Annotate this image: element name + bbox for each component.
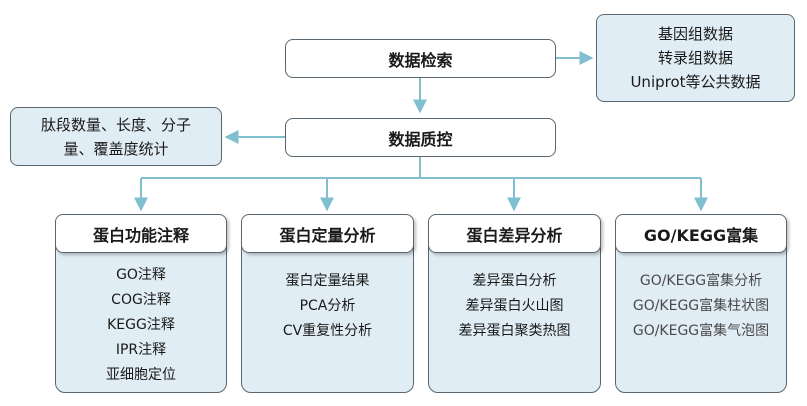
peptide-stats-line-2: 量、覆盖度统计	[63, 139, 169, 158]
node-data-sources: 基因组数据 转录组数据 Uniprot等公共数据	[596, 14, 795, 102]
list-item: IPR注释	[115, 342, 167, 358]
module-function-annotation: GO注释 COG注释 KEGG注释 IPR注释 亚细胞定位	[55, 230, 227, 393]
module-quantification: 蛋白定量结果 PCA分析 CV重复性分析	[241, 230, 414, 393]
source-genome: 基因组数据	[657, 25, 733, 43]
peptide-stats-line-1: 肽段数量、长度、分子	[40, 115, 191, 134]
list-item: KEGG注释	[107, 317, 175, 333]
list-item: 亚细胞定位	[106, 367, 176, 383]
module-differential: 差异蛋白分析 差异蛋白火山图 差异蛋白聚类热图	[428, 230, 601, 393]
source-public: Uniprot等公共数据	[630, 73, 761, 91]
list-item: GO/KEGG富集分析	[639, 273, 763, 289]
node-data-retrieval: 数据检索	[285, 39, 556, 78]
node-peptide-stats: 肽段数量、长度、分子 量、覆盖度统计	[10, 107, 222, 166]
list-item: GO/KEGG富集柱状图	[632, 298, 770, 314]
module-enrichment: GO/KEGG富集分析 GO/KEGG富集柱状图 GO/KEGG富集气泡图	[615, 230, 787, 393]
source-transcriptome: 转录组数据	[657, 49, 733, 67]
node-data-qc: 数据质控	[285, 118, 556, 157]
node-data-qc-label: 数据质控	[388, 129, 453, 149]
list-item: COG注释	[111, 292, 171, 308]
list-item: PCA分析	[299, 298, 356, 314]
list-item: 差异蛋白火山图	[465, 298, 564, 314]
list-item: GO注释	[116, 267, 166, 283]
list-item: 差异蛋白聚类热图	[458, 323, 571, 339]
module-differential-title: 蛋白差异分析	[428, 214, 601, 253]
module-quantification-title: 蛋白定量分析	[241, 214, 414, 253]
module-enrichment-title: GO/KEGG富集	[615, 214, 787, 253]
list-item: GO/KEGG富集气泡图	[632, 323, 770, 339]
list-item: 蛋白定量结果	[285, 273, 370, 289]
list-item: CV重复性分析	[282, 323, 373, 339]
node-data-retrieval-label: 数据检索	[388, 50, 453, 70]
module-function-annotation-title: 蛋白功能注释	[55, 214, 227, 253]
list-item: 差异蛋白分析	[472, 273, 557, 289]
